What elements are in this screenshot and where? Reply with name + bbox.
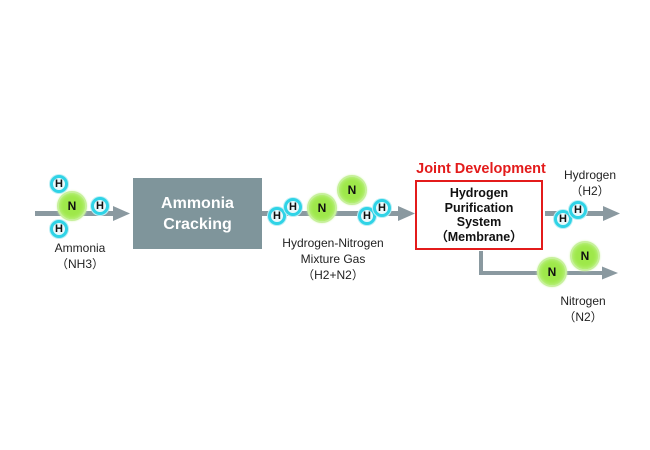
purifier-label-line2: Purification xyxy=(444,200,514,215)
purifier-label-line4: （Membrane） xyxy=(435,229,523,244)
hydrogen-arrow-head xyxy=(603,206,620,221)
nitrogen-branch-vertical xyxy=(479,251,483,275)
hydrogen-purification-box: Hydrogen Purification System （Membrane） xyxy=(415,180,543,250)
hydrogen-h-atom-2: H xyxy=(569,201,587,219)
cracking-label-line2: Cracking xyxy=(163,215,232,233)
mixture-n-atom-1: N xyxy=(307,193,337,223)
mixture-formula: （H2+N2） xyxy=(302,268,364,282)
mixture-h-atom-3: H xyxy=(358,207,376,225)
input-arrow-head xyxy=(113,206,130,221)
ammonia-h-atom-right: H xyxy=(91,197,109,215)
mixture-arrow-head xyxy=(398,206,415,221)
nitrogen-n-atom-1: N xyxy=(537,257,567,287)
joint-development-label: Joint Development xyxy=(416,161,546,177)
ammonia-n-atom: N xyxy=(57,191,87,221)
ammonia-formula: （NH3） xyxy=(55,257,104,271)
ammonia-label: Ammonia xyxy=(54,241,106,255)
cracking-label-line1: Ammonia xyxy=(161,194,234,212)
hydrogen-output-label: Hydrogen xyxy=(563,168,617,182)
ammonia-h-atom-top: H xyxy=(50,175,68,193)
hydrogen-output-formula: （H2） xyxy=(570,184,610,198)
mixture-h-atom-2: H xyxy=(284,198,302,216)
purifier-label-line1: Hydrogen xyxy=(449,186,509,200)
purifier-label-line3: System xyxy=(456,215,502,229)
mixture-label-line1: Hydrogen-Nitrogen xyxy=(282,236,384,250)
mixture-n-atom-2: N xyxy=(337,175,367,205)
mixture-label-line2: Mixture Gas xyxy=(300,252,366,266)
mixture-h-atom-4: H xyxy=(373,199,391,217)
mixture-h-atom-1: H xyxy=(268,207,286,225)
nitrogen-arrow-head xyxy=(602,266,618,280)
ammonia-h-atom-bottom: H xyxy=(50,220,68,238)
nitrogen-output-label: Nitrogen xyxy=(560,294,606,308)
ammonia-cracking-box: Ammonia Cracking xyxy=(133,178,262,249)
nitrogen-n-atom-2: N xyxy=(570,241,600,271)
nitrogen-output-formula: （N2） xyxy=(563,310,603,324)
hydrogen-h-atom-1: H xyxy=(554,210,572,228)
